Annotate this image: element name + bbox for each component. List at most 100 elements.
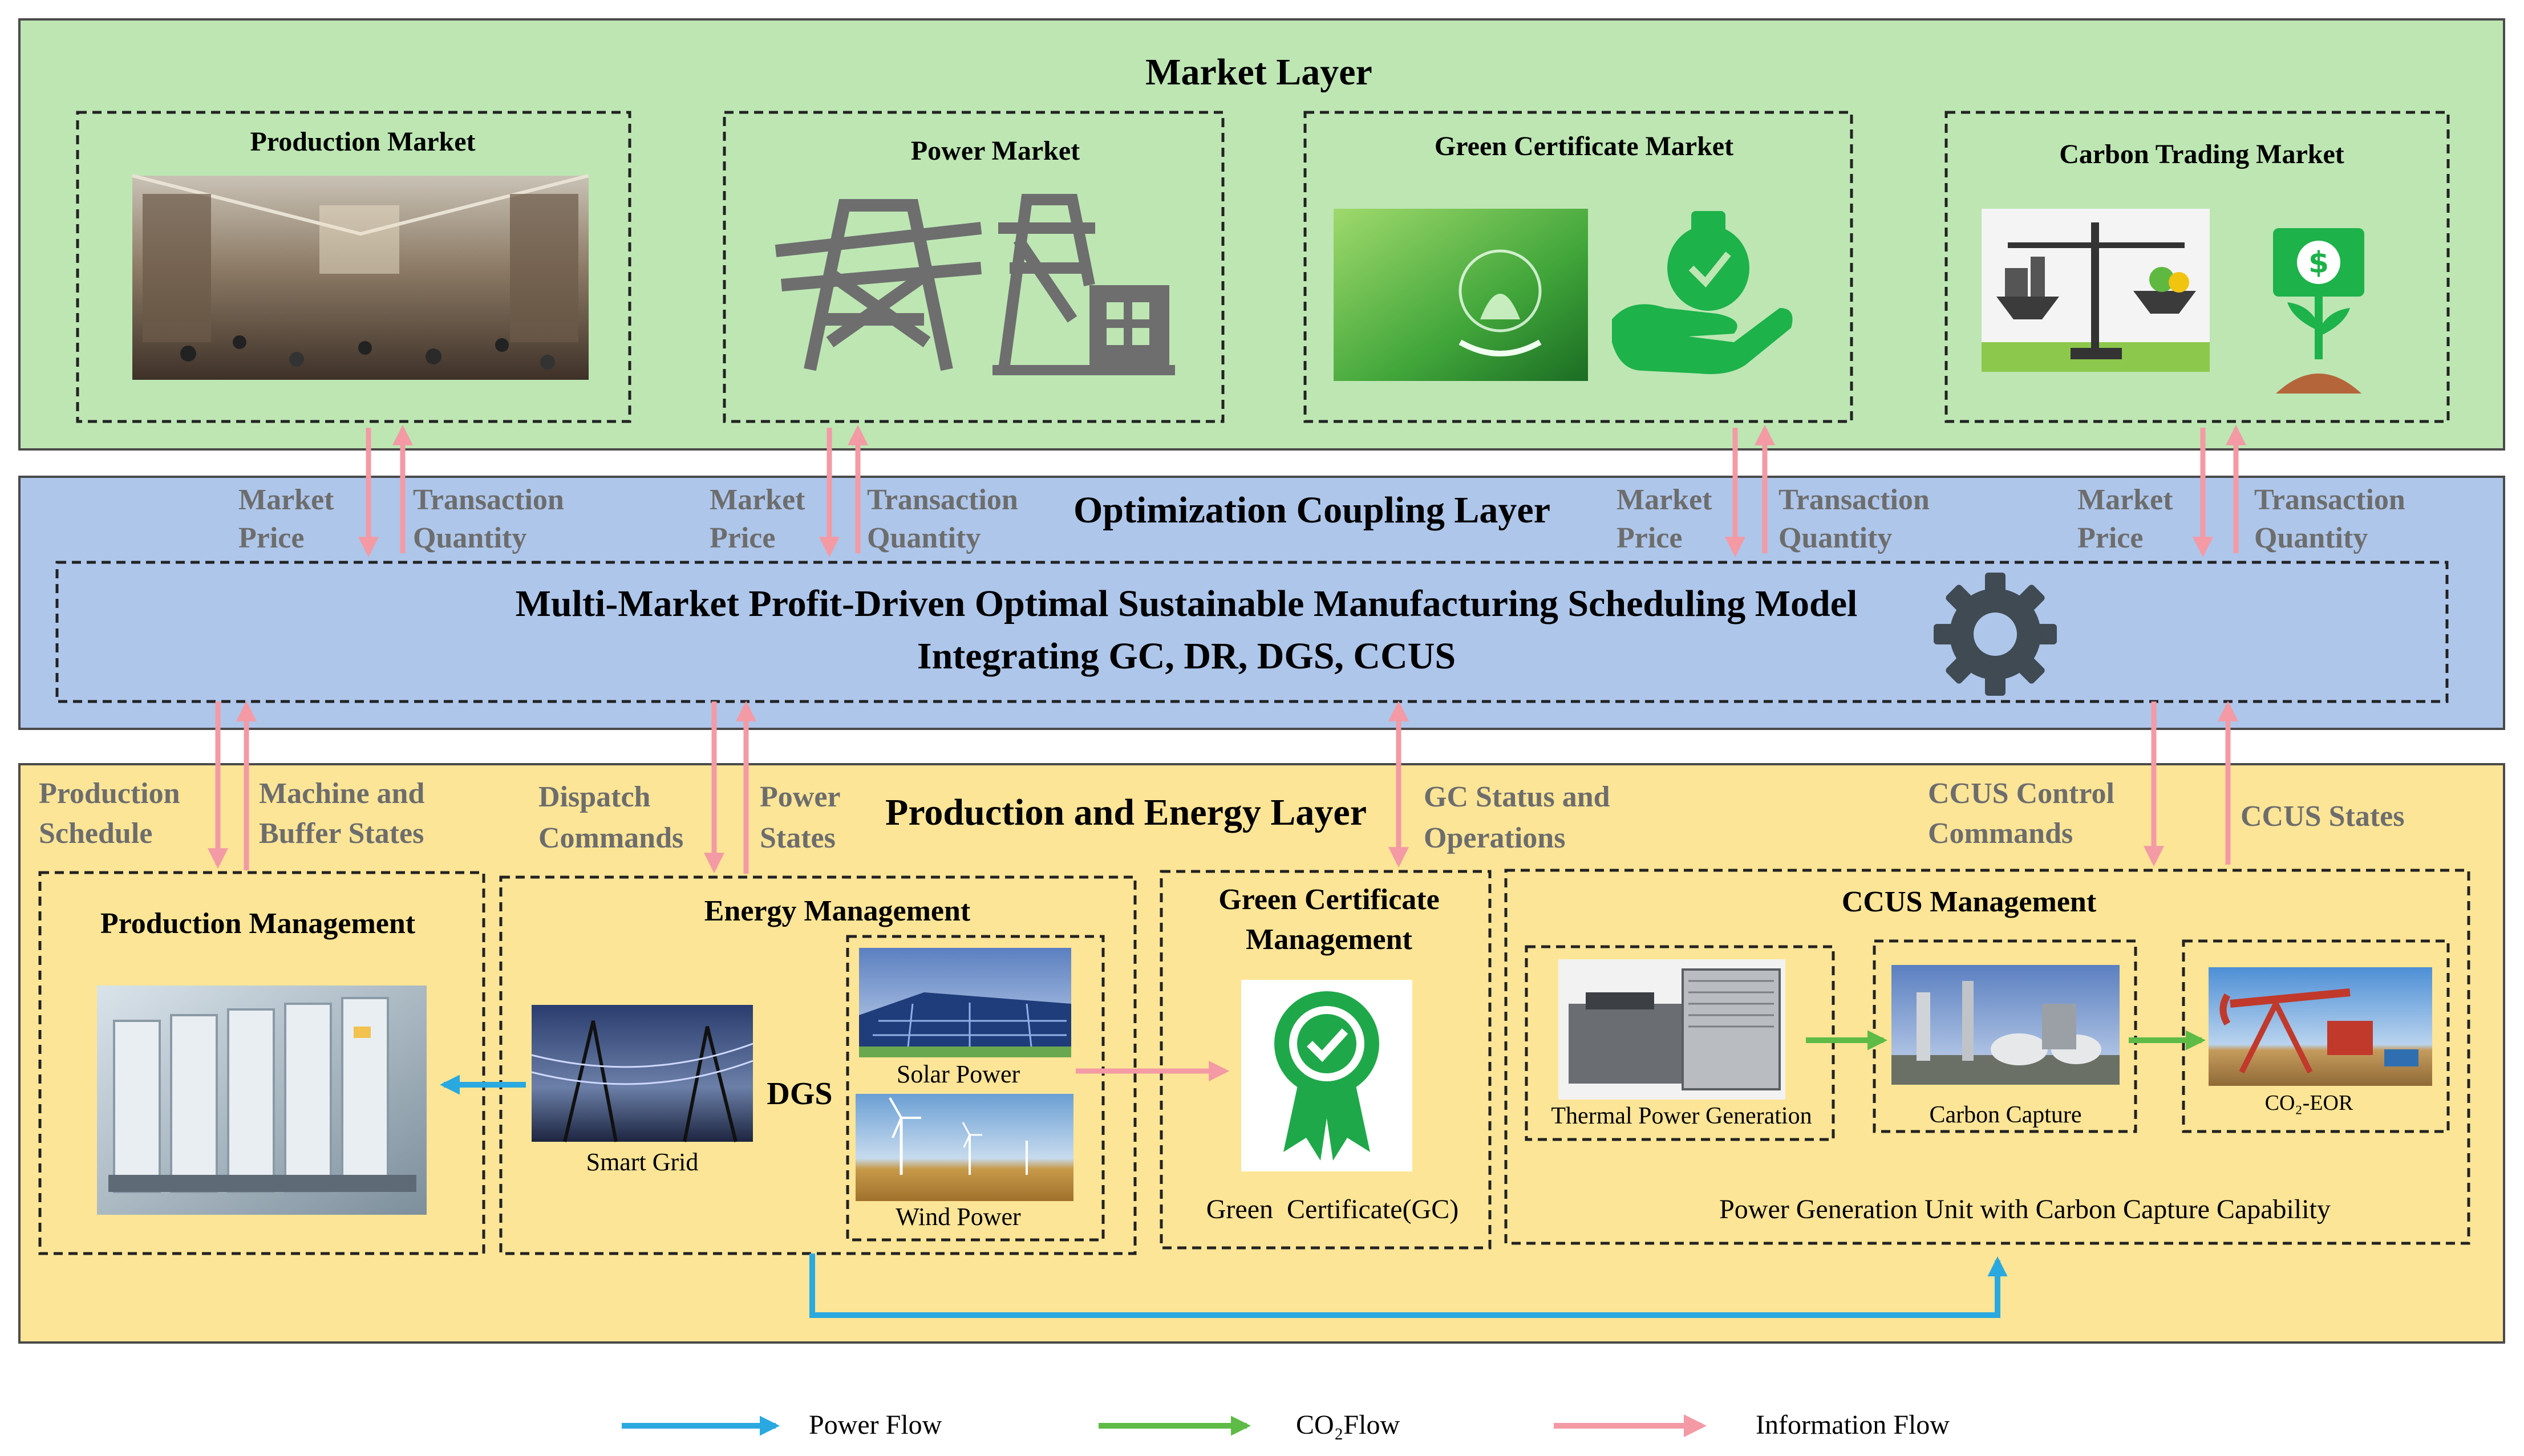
svg-text:Market: Market [710,484,805,516]
transmission-tower-icon [775,199,982,371]
gc-management-title-line1: Green Certificate [1218,883,1439,916]
certificate-badge-icon [1241,980,1412,1171]
model-title-line1: Multi-Market Profit-Driven Optimal Susta… [516,583,1858,624]
transaction-quantity-label-2: Transaction Quantity [867,484,1018,554]
svg-text:Transaction: Transaction [413,484,564,516]
ccus-management-box: CCUS Management Thermal Power Generation [1504,869,2470,1245]
generator-photo [1558,959,1785,1100]
svg-text:GC Status and: GC Status and [1424,781,1610,813]
svg-text:Power: Power [760,781,840,813]
legend-information-flow-label: Information Flow [1756,1410,1950,1440]
svg-text:Dispatch: Dispatch [538,781,651,813]
energy-management-title: Energy Management [704,895,971,927]
thermal-power-unit-box: Thermal Power Generation [1525,945,1835,1141]
transaction-quantity-label-4: Transaction Quantity [2254,484,2405,554]
market-layer-title: Market Layer [1145,51,1372,93]
scheduling-model-box: Multi-Market Profit-Driven Optimal Susta… [55,561,2449,703]
shopping-mall-photo [132,174,589,380]
carbon-trading-market-box: Carbon Trading Market $ [1944,111,2450,423]
svg-text:Transaction: Transaction [1778,484,1930,516]
gc-caption: Green Certificate(GC) [1206,1194,1459,1224]
production-schedule-label: Production Schedule [39,777,180,850]
carbon-trading-market-title: Carbon Trading Market [2059,139,2344,169]
dollar-plant-icon: $ [2273,228,2364,394]
green-certificate-market-title: Green Certificate Market [1435,131,1733,161]
coupling-layer-panel [18,476,2505,730]
green-eco-photo [1334,209,1588,381]
svg-text:Transaction: Transaction [867,484,1018,516]
thermal-power-label: Thermal Power Generation [1551,1103,1812,1129]
svg-text:Market: Market [238,484,334,516]
svg-text:Production: Production [39,777,180,810]
gear-icon [1934,573,2057,696]
power-market-title: Power Market [911,136,1080,166]
oil-pump-jack-photo [2209,967,2432,1086]
co2-eor-label: CO₂-EOR [2265,1091,2353,1115]
market-price-label-4: Market Price [2077,484,2173,554]
transaction-quantity-label-3: Transaction Quantity [1778,484,1930,554]
smart-grid-label: Smart Grid [586,1148,699,1176]
machine-buffer-states-label: Machine and Buffer States [259,777,424,850]
svg-text:Schedule: Schedule [39,817,152,850]
green-certificate-management-box: Green Certificate Management Green Certi… [1160,870,1492,1250]
svg-text:Commands: Commands [1928,817,2073,850]
carbon-capture-unit-box: Carbon Capture [1873,939,2137,1133]
gc-management-title-line2: Management [1246,923,1412,956]
svg-text:Commands: Commands [538,822,683,854]
production-market-box: Production Market [76,111,631,423]
legend-co2-flow: CO₂Flow [1099,1410,1400,1440]
production-management-title: Production Management [100,907,416,940]
svg-text:Machine and: Machine and [259,777,424,810]
production-management-box: Production Management [38,871,485,1255]
solar-panel-photo [859,948,1071,1058]
smart-grid-photo [531,1005,753,1142]
factory-line-photo [97,985,427,1215]
carbon-capture-label: Carbon Capture [1929,1102,2081,1128]
production-layer-title: Production and Energy Layer [885,792,1367,833]
power-market-box: Power Market [723,111,1225,423]
ccus-control-commands-label: CCUS Control Commands [1928,777,2114,850]
information-flow-arrows [208,424,2246,1081]
carbon-balance-scale-photo [1982,209,2210,372]
production-energy-layer: Production and Energy Layer Production S… [18,763,2505,1344]
dispatch-commands-label: Dispatch Commands [538,781,683,854]
market-layer: Market Layer Production Market Power Mar… [18,18,2505,451]
carbon-capture-plant-photo [1891,965,2120,1085]
power-flow-arrows [440,1074,2008,1318]
ccus-states-label: CCUS States [2241,800,2404,833]
svg-text:CCUS Control: CCUS Control [1928,777,2114,810]
svg-text:Market: Market [1617,484,1712,516]
green-certificate-market-box: Green Certificate Market [1303,111,1853,423]
substation-tower-icon [992,194,1175,375]
dgs-label: DGS [767,1076,832,1112]
svg-text:Quantity: Quantity [867,522,981,554]
wind-turbine-photo [856,1094,1073,1201]
market-price-label-3: Market Price [1617,484,1712,554]
svg-text:Quantity: Quantity [413,522,526,554]
market-price-label-1: Market Price [238,484,334,554]
transaction-quantity-label-1: Transaction Quantity [413,484,564,554]
coupling-layer-title: Optimization Coupling Layer [1073,489,1550,531]
legend-power-flow-label: Power Flow [809,1410,942,1440]
market-price-label-2: Market Price [710,484,805,554]
svg-text:Price: Price [238,522,304,554]
ccus-management-title: CCUS Management [1842,886,2097,918]
svg-text:Quantity: Quantity [2254,522,2368,554]
svg-text:Market: Market [2077,484,2173,516]
legend-power-flow: Power Flow [622,1410,942,1440]
svg-text:Transaction: Transaction [2254,484,2405,516]
hand-money-bag-icon [1612,211,1793,374]
co2-eor-unit-box: CO₂-EOR [2182,939,2450,1133]
gc-status-operations-label: GC Status and Operations [1424,781,1610,854]
svg-text:States: States [760,822,836,854]
model-title-line2: Integrating GC, DR, DGS, CCUS [917,635,1456,677]
svg-text:Price: Price [710,522,775,554]
svg-text:Operations: Operations [1424,822,1565,854]
energy-management-box: Energy Management Smart Grid DGS Solar P… [499,875,1137,1255]
svg-text:Buffer States: Buffer States [259,817,424,850]
production-market-title: Production Market [250,127,475,157]
dgs-box: Solar Power Wind Power [846,935,1105,1242]
svg-text:Price: Price [1617,522,1682,554]
legend-co2-flow-label: CO₂Flow [1296,1410,1400,1440]
